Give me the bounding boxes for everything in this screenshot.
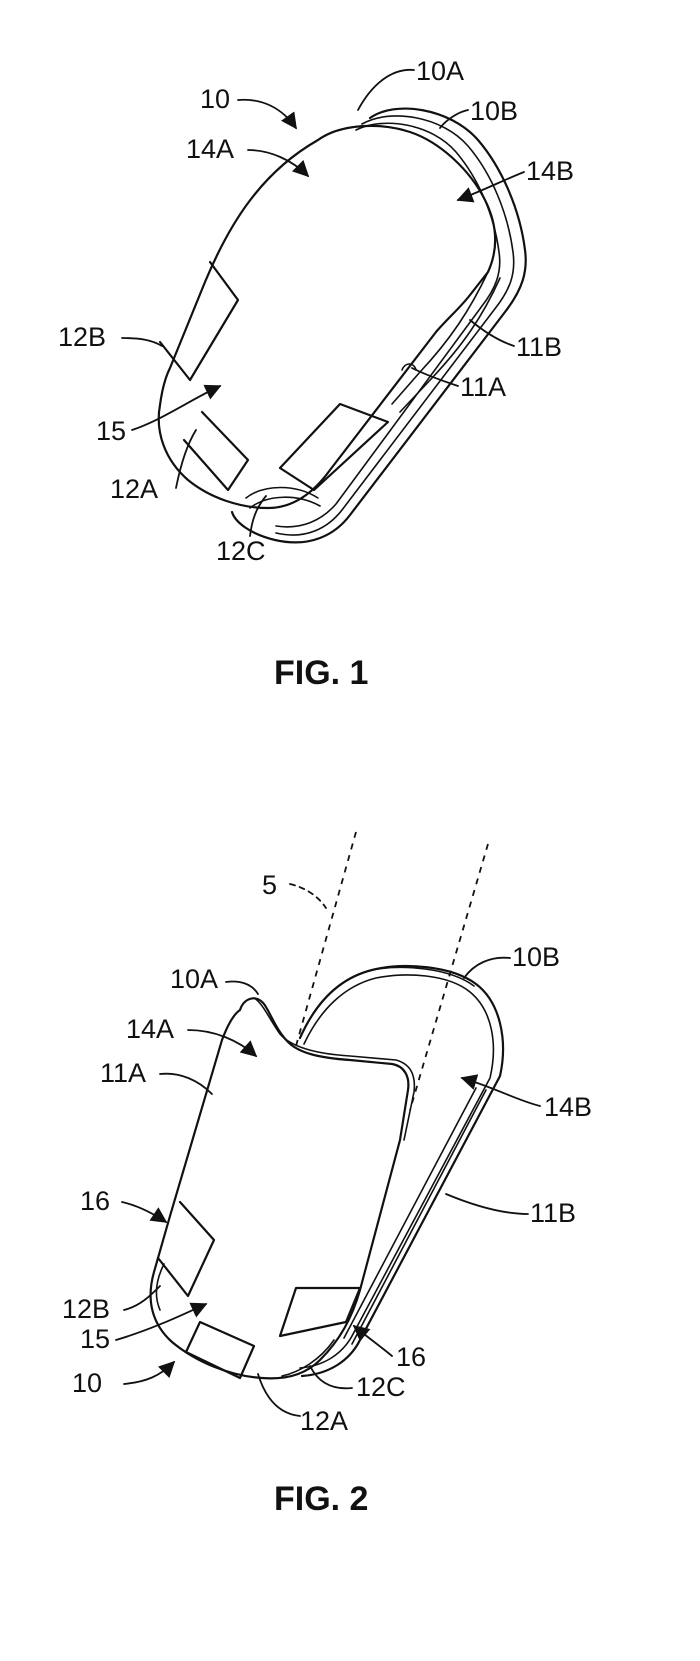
fig1-label-11b: 11B xyxy=(516,332,562,362)
fig2-label-12a: 12A xyxy=(300,1406,348,1436)
fig1-label-10a: 10A xyxy=(416,56,464,86)
fig2-leader-11b xyxy=(446,1194,528,1214)
fig1-hinge-12c xyxy=(246,488,318,499)
fig1-leader-10b xyxy=(440,110,468,128)
fig2-label-10b: 10B xyxy=(512,942,560,972)
fig1-leader-10a xyxy=(358,70,414,110)
fig1-label-12a: 12A xyxy=(110,474,158,504)
fig2-label-11a: 11A xyxy=(100,1058,146,1088)
fig2-leader-12b xyxy=(124,1286,160,1310)
fig1-leader-12b xyxy=(122,338,162,346)
fig2-leader-5 xyxy=(290,884,326,908)
fig1-pad-right xyxy=(280,404,388,490)
fig1-pad-12a xyxy=(184,412,248,490)
fig1-leader-15 xyxy=(132,386,220,430)
fig2-label-15: 15 xyxy=(80,1324,110,1354)
fig2-dashed-line-right xyxy=(410,844,488,1110)
fig1-label-14a: 14A xyxy=(186,134,234,164)
fig1-label-15: 15 xyxy=(96,416,126,446)
fig2-front-flap-inner xyxy=(254,998,414,1140)
fig2-leader-10 xyxy=(124,1362,174,1384)
fig1-label-12c: 12C xyxy=(216,536,266,566)
fig2-caption: FIG. 2 xyxy=(274,1480,368,1518)
fig2-label-10: 10 xyxy=(72,1368,102,1398)
fig2-side-11b-b xyxy=(344,1088,476,1338)
fig2-leader-16-top xyxy=(122,1202,166,1222)
fig2-label-14a: 14A xyxy=(126,1014,174,1044)
fig1-label-14b: 14B xyxy=(526,156,574,186)
figure-1: 10 10A 10B 14A 14B 12B 11B 11A 15 12A 12… xyxy=(58,56,574,692)
fig2-label-14b: 14B xyxy=(544,1092,592,1122)
fig2-label-12b: 12B xyxy=(62,1294,110,1324)
fig2-label-11b: 11B xyxy=(530,1198,576,1228)
fig2-label-12c: 12C xyxy=(356,1372,406,1402)
fig2-label-10a: 10A xyxy=(170,964,218,994)
fig2-side-11b xyxy=(352,1090,486,1344)
fig2-label-5: 5 xyxy=(262,870,277,900)
fig1-leader-14b xyxy=(458,172,524,200)
figure-2: 5 10A 10B 14A 11A 14B 16 11B 12B 15 16 1… xyxy=(62,832,592,1518)
fig2-leader-12a xyxy=(258,1374,300,1416)
fig2-leader-11a xyxy=(160,1074,212,1094)
fig2-leader-15 xyxy=(116,1304,206,1340)
fig2-pad-16-left xyxy=(158,1202,214,1296)
fig1-leader-12c xyxy=(250,496,266,536)
fig1-label-10b: 10B xyxy=(470,96,518,126)
fig2-dashed-line-left xyxy=(296,832,356,1046)
fig1-leader-14a xyxy=(248,150,308,176)
fig1-label-11a: 11A xyxy=(460,372,506,402)
fig1-leader-10 xyxy=(238,100,296,128)
fig1-front-panel-outline xyxy=(159,126,495,508)
fig2-leader-10a xyxy=(226,982,258,995)
fig1-label-10: 10 xyxy=(200,84,230,114)
fig2-back-panel-inner xyxy=(300,975,493,1368)
fig1-caption: FIG. 1 xyxy=(274,654,368,692)
fig2-leader-10b xyxy=(464,958,510,978)
fig2-label-16-right: 16 xyxy=(396,1342,426,1372)
fig2-label-16-top: 16 xyxy=(80,1186,110,1216)
fig1-label-12b: 12B xyxy=(58,322,106,352)
fig2-back-panel-outline xyxy=(300,966,503,1376)
